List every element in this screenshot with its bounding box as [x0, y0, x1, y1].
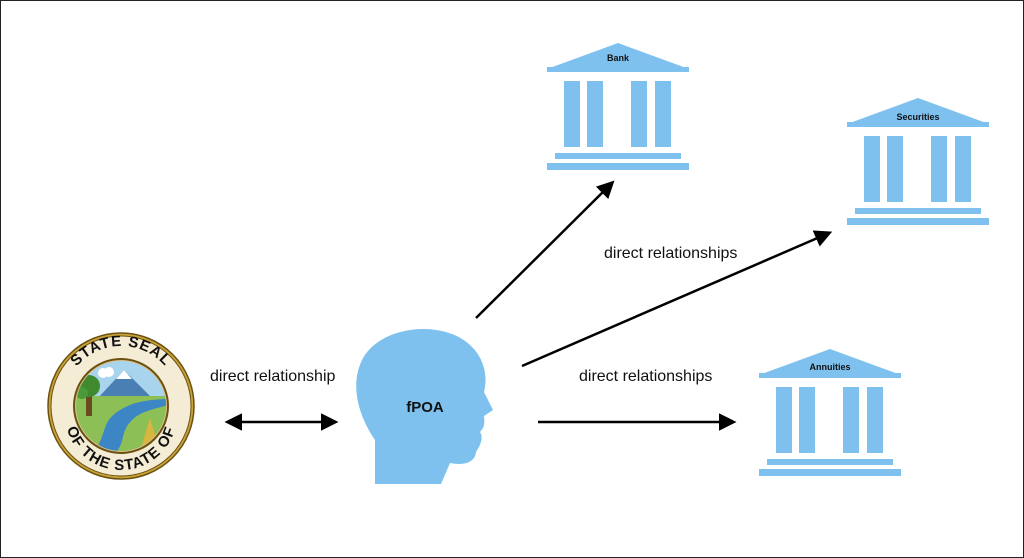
institution-securities-icon: Securities: [847, 98, 989, 225]
seal-landscape-icon: [76, 361, 166, 451]
institution-annuities-icon: Annuities: [759, 349, 901, 476]
edge-label-seal-person: direct relationship: [210, 368, 336, 385]
person-head-icon: fPOA: [356, 329, 493, 484]
edge-label-bank-securities: direct relationships: [604, 245, 737, 262]
institution-bank-label: Bank: [607, 53, 630, 63]
institution-bank-icon: Bank: [547, 43, 689, 170]
edge-label-annuities: direct relationships: [579, 368, 712, 385]
arrow-person-securities: [521, 230, 833, 368]
person-label: fPOA: [406, 399, 444, 416]
arrow-person-bank: [475, 180, 615, 319]
state-seal: STATE SEAL OF THE STATE OF: [47, 332, 195, 480]
institution-securities-label: Securities: [896, 112, 939, 122]
institution-annuities-label: Annuities: [809, 362, 850, 372]
